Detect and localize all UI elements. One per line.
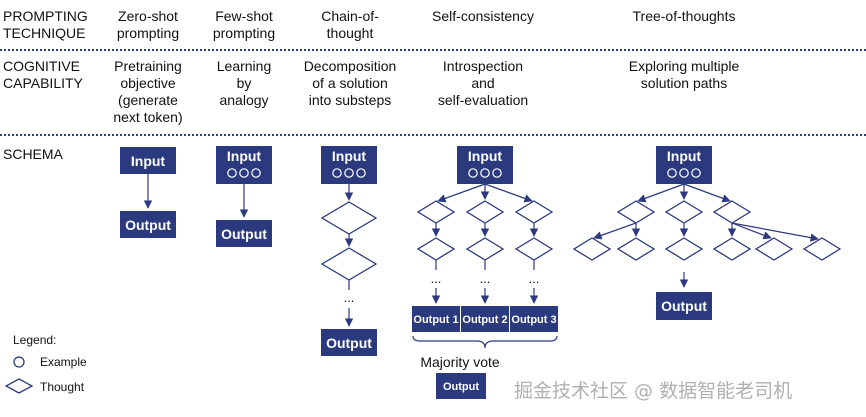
arrow [437, 183, 486, 203]
thought-diamond [514, 237, 554, 261]
legend: Legend: Example Thought [4, 333, 87, 394]
technique-self-consistency: Self-consistency [432, 8, 534, 24]
final-output-label: Output [443, 381, 479, 393]
example-circle [239, 168, 249, 178]
capability-few-shot: Learning by analogy [216, 58, 272, 108]
self-consistency-schema: Input ... ... ... [412, 146, 558, 399]
arrow [731, 222, 819, 242]
majority-vote-label: Majority vote [420, 354, 500, 370]
row-label-technique: PROMPTING TECHNIQUE [3, 8, 88, 41]
capability-zero-shot: Pretraining objective (generate next tok… [113, 58, 183, 125]
capability-chain-of-thought: Decomposition of a solution into substep… [303, 58, 397, 108]
thought-diamond [514, 200, 554, 224]
final-output-box [436, 373, 486, 399]
output-2-box [461, 306, 509, 332]
output-box [120, 211, 176, 238]
chain-of-thought-schema: Input ... Output [320, 146, 378, 356]
legend-thought-diamond [4, 378, 34, 394]
output-box-label: Output [125, 217, 171, 233]
capability-self-consistency: Introspection and self-evaluation [437, 58, 529, 108]
example-circle [691, 168, 701, 178]
legend-example-label: Example [40, 355, 87, 369]
technique-tree-of-thoughts: Tree-of-thoughts [632, 8, 736, 24]
thought-diamond [754, 237, 794, 261]
technique-zero-shot: Zero-shot prompting [116, 8, 180, 41]
ellipsis: ... [431, 271, 442, 286]
output-1-box [412, 306, 460, 332]
ellipsis: ... [529, 271, 540, 286]
output-2-label: Output 2 [462, 314, 507, 326]
thought-diamond [572, 237, 612, 261]
output-box-label: Output [661, 298, 707, 314]
divider-middle [0, 134, 866, 136]
tree-of-thoughts-schema: Input Output [572, 146, 842, 320]
output-box [321, 329, 377, 356]
example-circle [679, 168, 689, 178]
ellipsis: ... [480, 271, 491, 286]
input-box-label: Input [131, 153, 166, 169]
thought-diamond [712, 200, 752, 224]
thought-diamond [664, 237, 704, 261]
thought-diamond [320, 201, 378, 235]
row-label-schema: SCHEMA [3, 146, 63, 162]
output-3-box [510, 306, 558, 332]
input-box-label: Input [667, 148, 702, 164]
input-box [120, 147, 176, 174]
technique-few-shot: Few-shot prompting [212, 8, 276, 41]
majority-brace [412, 335, 558, 349]
watermark: 掘金技术社区 @ 数据智能老司机 [514, 380, 793, 402]
example-circle [480, 168, 490, 178]
thought-diamond [664, 200, 704, 224]
row-label-capability: COGNITIVE CAPABILITY [3, 58, 83, 91]
arrow [593, 222, 637, 240]
legend-example-circle [13, 356, 25, 368]
example-circle [468, 168, 478, 178]
ellipsis: ... [344, 290, 355, 305]
thought-diamond [465, 200, 505, 224]
arrow [683, 183, 731, 203]
thought-diamond [416, 200, 456, 224]
legend-thought-label: Thought [40, 380, 85, 394]
technique-chain-of-thought: Chain-of- thought [321, 8, 379, 41]
output-1-label: Output 1 [413, 314, 458, 326]
input-box-label: Input [332, 148, 367, 164]
thought-diamond [802, 237, 842, 261]
input-box-label: Input [468, 148, 503, 164]
example-circle [251, 168, 261, 178]
input-box-label: Input [227, 148, 262, 164]
thought-diamond [616, 237, 656, 261]
example-circle [492, 168, 502, 178]
output-box-label: Output [326, 335, 372, 351]
thought-diamond [320, 247, 378, 281]
output-box [656, 292, 712, 320]
example-circle [344, 168, 354, 178]
example-circle [227, 168, 237, 178]
thought-diamond [616, 200, 656, 224]
zero-shot-schema: Input Output [120, 147, 176, 238]
capability-tree-of-thoughts: Exploring multiple solution paths [628, 58, 740, 91]
thought-diamond [465, 237, 505, 261]
few-shot-schema: Input Output [216, 146, 272, 247]
example-circle [667, 168, 677, 178]
thought-diamond [712, 237, 752, 261]
arrow [484, 183, 533, 203]
legend-title: Legend: [13, 333, 56, 347]
output-box-label: Output [221, 226, 267, 242]
arrow [637, 183, 685, 203]
output-box [216, 220, 272, 247]
arrow [731, 222, 772, 240]
thought-diamond [416, 237, 456, 261]
example-circle [332, 168, 342, 178]
example-circle [356, 168, 366, 178]
output-3-label: Output 3 [511, 314, 556, 326]
divider-top [0, 49, 866, 51]
